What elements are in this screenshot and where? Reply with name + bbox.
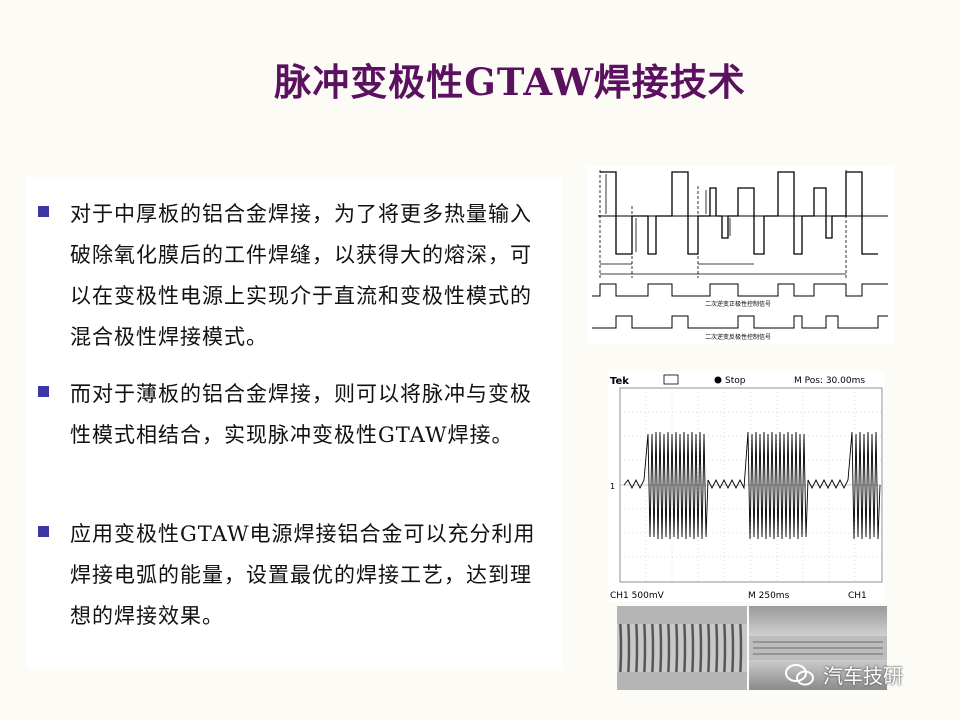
weld-bead-photos xyxy=(617,606,887,690)
bullet-text: 而对于薄板的铝合金焊接，则可以将脉冲与变极性模式相结合，实现脉冲变极性GTAW焊… xyxy=(70,382,532,447)
waveform-diagram: 二次逆变正极性控制信号 二次逆变反极性控制信号 xyxy=(588,166,894,344)
channel-marker: 1 xyxy=(610,482,615,491)
oscilloscope-screenshot: Tek Stop M Pos: 30.00ms 1 CH1 500mV M 25… xyxy=(608,372,884,602)
bullet-text: 对于中厚板的铝合金焊接，为了将更多热量输入破除氧化膜后的工件焊缝，以获得大的熔深… xyxy=(70,202,532,349)
signal-label-positive: 二次逆变正极性控制信号 xyxy=(705,300,771,308)
text-panel: 对于中厚板的铝合金焊接，为了将更多热量输入破除氧化膜后的工件焊缝，以获得大的熔深… xyxy=(26,177,562,668)
oscilloscope-brand: Tek xyxy=(610,376,629,387)
page-title: 脉冲变极性GTAW焊接技术 xyxy=(274,60,746,104)
channel-scale: CH1 500mV xyxy=(610,591,665,601)
bullet-text: 应用变极性GTAW电源焊接铝合金可以充分利用焊接电弧的能量，设置最优的焊接工艺，… xyxy=(70,522,536,628)
bullet-item-3: 应用变极性GTAW电源焊接铝合金可以充分利用焊接电弧的能量，设置最优的焊接工艺，… xyxy=(38,514,548,637)
trigger-source: CH1 xyxy=(848,591,867,601)
bullet-square-icon xyxy=(38,206,49,217)
oscilloscope-status: Stop xyxy=(725,376,746,386)
stop-indicator-icon xyxy=(714,376,722,384)
bullet-item-2: 而对于薄板的铝合金焊接，则可以将脉冲与变极性模式相结合，实现脉冲变极性GTAW焊… xyxy=(38,374,548,456)
oscilloscope-mpos: M Pos: 30.00ms xyxy=(794,376,865,386)
time-scale: M 250ms xyxy=(748,591,790,601)
watermark-text: 汽车技研 xyxy=(823,664,903,688)
bullet-square-icon xyxy=(38,526,49,537)
watermark: 汽车技研 xyxy=(785,660,903,689)
signal-label-negative: 二次逆变反极性控制信号 xyxy=(705,333,771,341)
bullet-item-1: 对于中厚板的铝合金焊接，为了将更多热量输入破除氧化膜后的工件焊缝，以获得大的熔深… xyxy=(38,194,548,358)
wechat-icon xyxy=(785,663,814,685)
bullet-square-icon xyxy=(38,386,49,397)
